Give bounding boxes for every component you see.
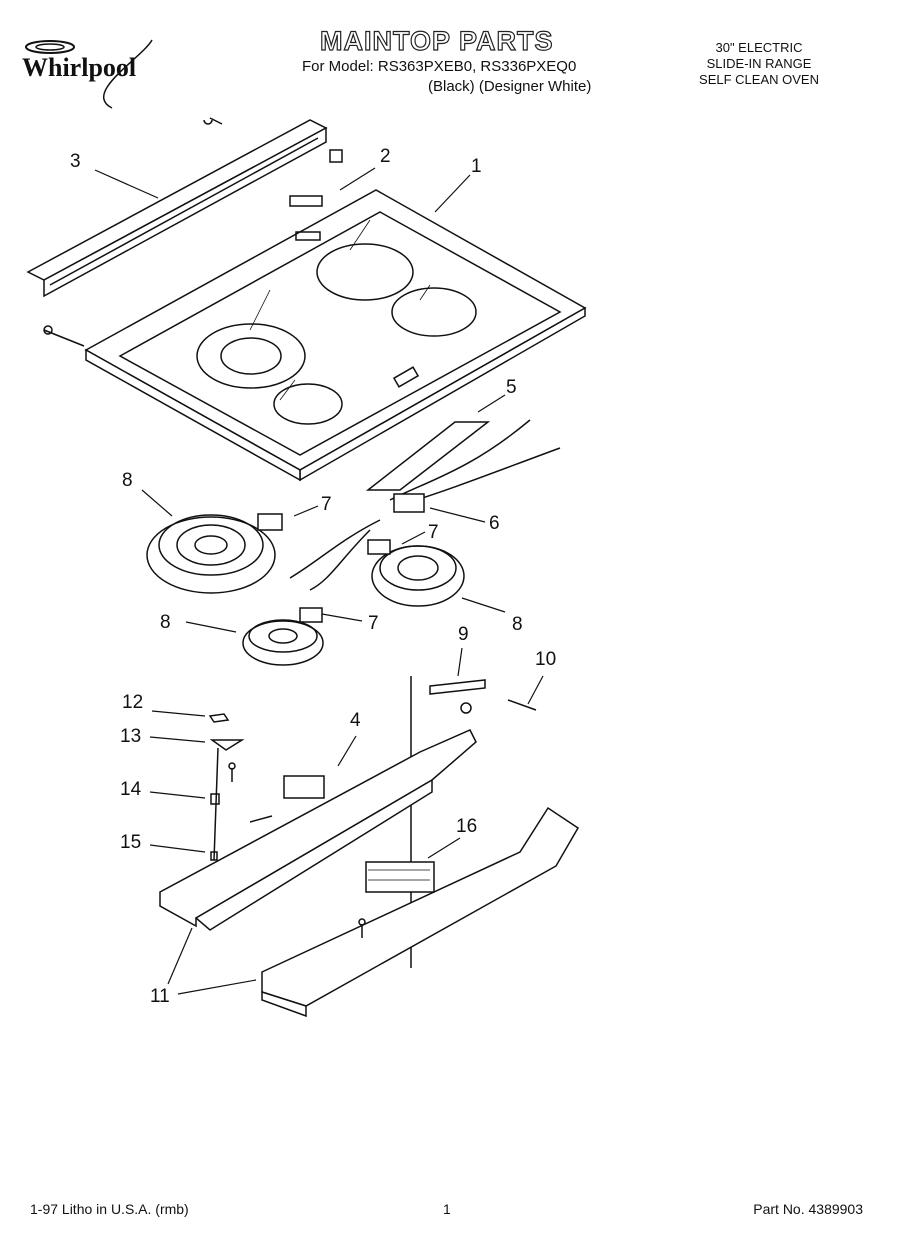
callout-12: 12 [122,692,143,713]
model-line: For Model: RS363PXEB0, RS336PXEQ0 [302,58,577,75]
footer-page-number: 1 [443,1201,451,1217]
callout-10: 10 [535,649,556,670]
callout-11: 11 [150,986,170,1007]
callout-2: 2 [380,146,391,167]
part-3-rear-trim [26,117,343,298]
exploded-parts-diagram: 3 2 1 5 8 7 6 7 8 8 7 9 10 4 12 13 14 15… [26,117,587,1018]
callout-9: 9 [458,624,469,645]
callout-8c: 8 [160,612,171,633]
small-hardware [208,676,537,968]
brand-text: Whirlpool [22,53,136,82]
callout-15: 15 [120,832,141,853]
callout-4: 4 [350,710,361,731]
leader-lines [94,167,544,995]
part-8-element-right [367,539,465,607]
callout-numbers: 3 2 1 5 8 7 6 7 8 8 7 9 10 4 12 13 14 15… [70,146,556,1007]
callout-7c: 7 [368,613,379,634]
whirlpool-logo: Whirlpool [22,39,153,109]
part-4-11-brackets [159,729,580,1018]
footer-part-number: Part No. 4389903 [753,1201,863,1217]
callout-14: 14 [120,779,142,800]
color-line: (Black) (Designer White) [428,78,592,95]
appliance-line-1: 30" ELECTRIC [715,40,803,55]
callout-7b: 7 [428,522,439,543]
appliance-line-3: SELF CLEAN OVEN [699,72,819,87]
callout-5: 5 [506,377,517,398]
part-8-element-large [146,513,283,594]
callout-6: 6 [489,513,500,534]
part-8-element-small [242,607,324,666]
callout-3: 3 [70,151,81,172]
callout-8b: 8 [512,614,523,635]
footer-litho: 1-97 Litho in U.S.A. (rmb) [30,1201,189,1217]
part-5-6-wiring [289,419,561,591]
appliance-line-2: SLIDE-IN RANGE [706,56,812,71]
callout-1: 1 [471,156,482,177]
part-1-cooktop [43,189,587,482]
callout-8a: 8 [122,470,133,491]
callout-7a: 7 [321,494,332,515]
callout-16: 16 [456,816,477,837]
callout-13: 13 [120,726,141,747]
page-title: MAINTOP PARTS [319,25,554,56]
